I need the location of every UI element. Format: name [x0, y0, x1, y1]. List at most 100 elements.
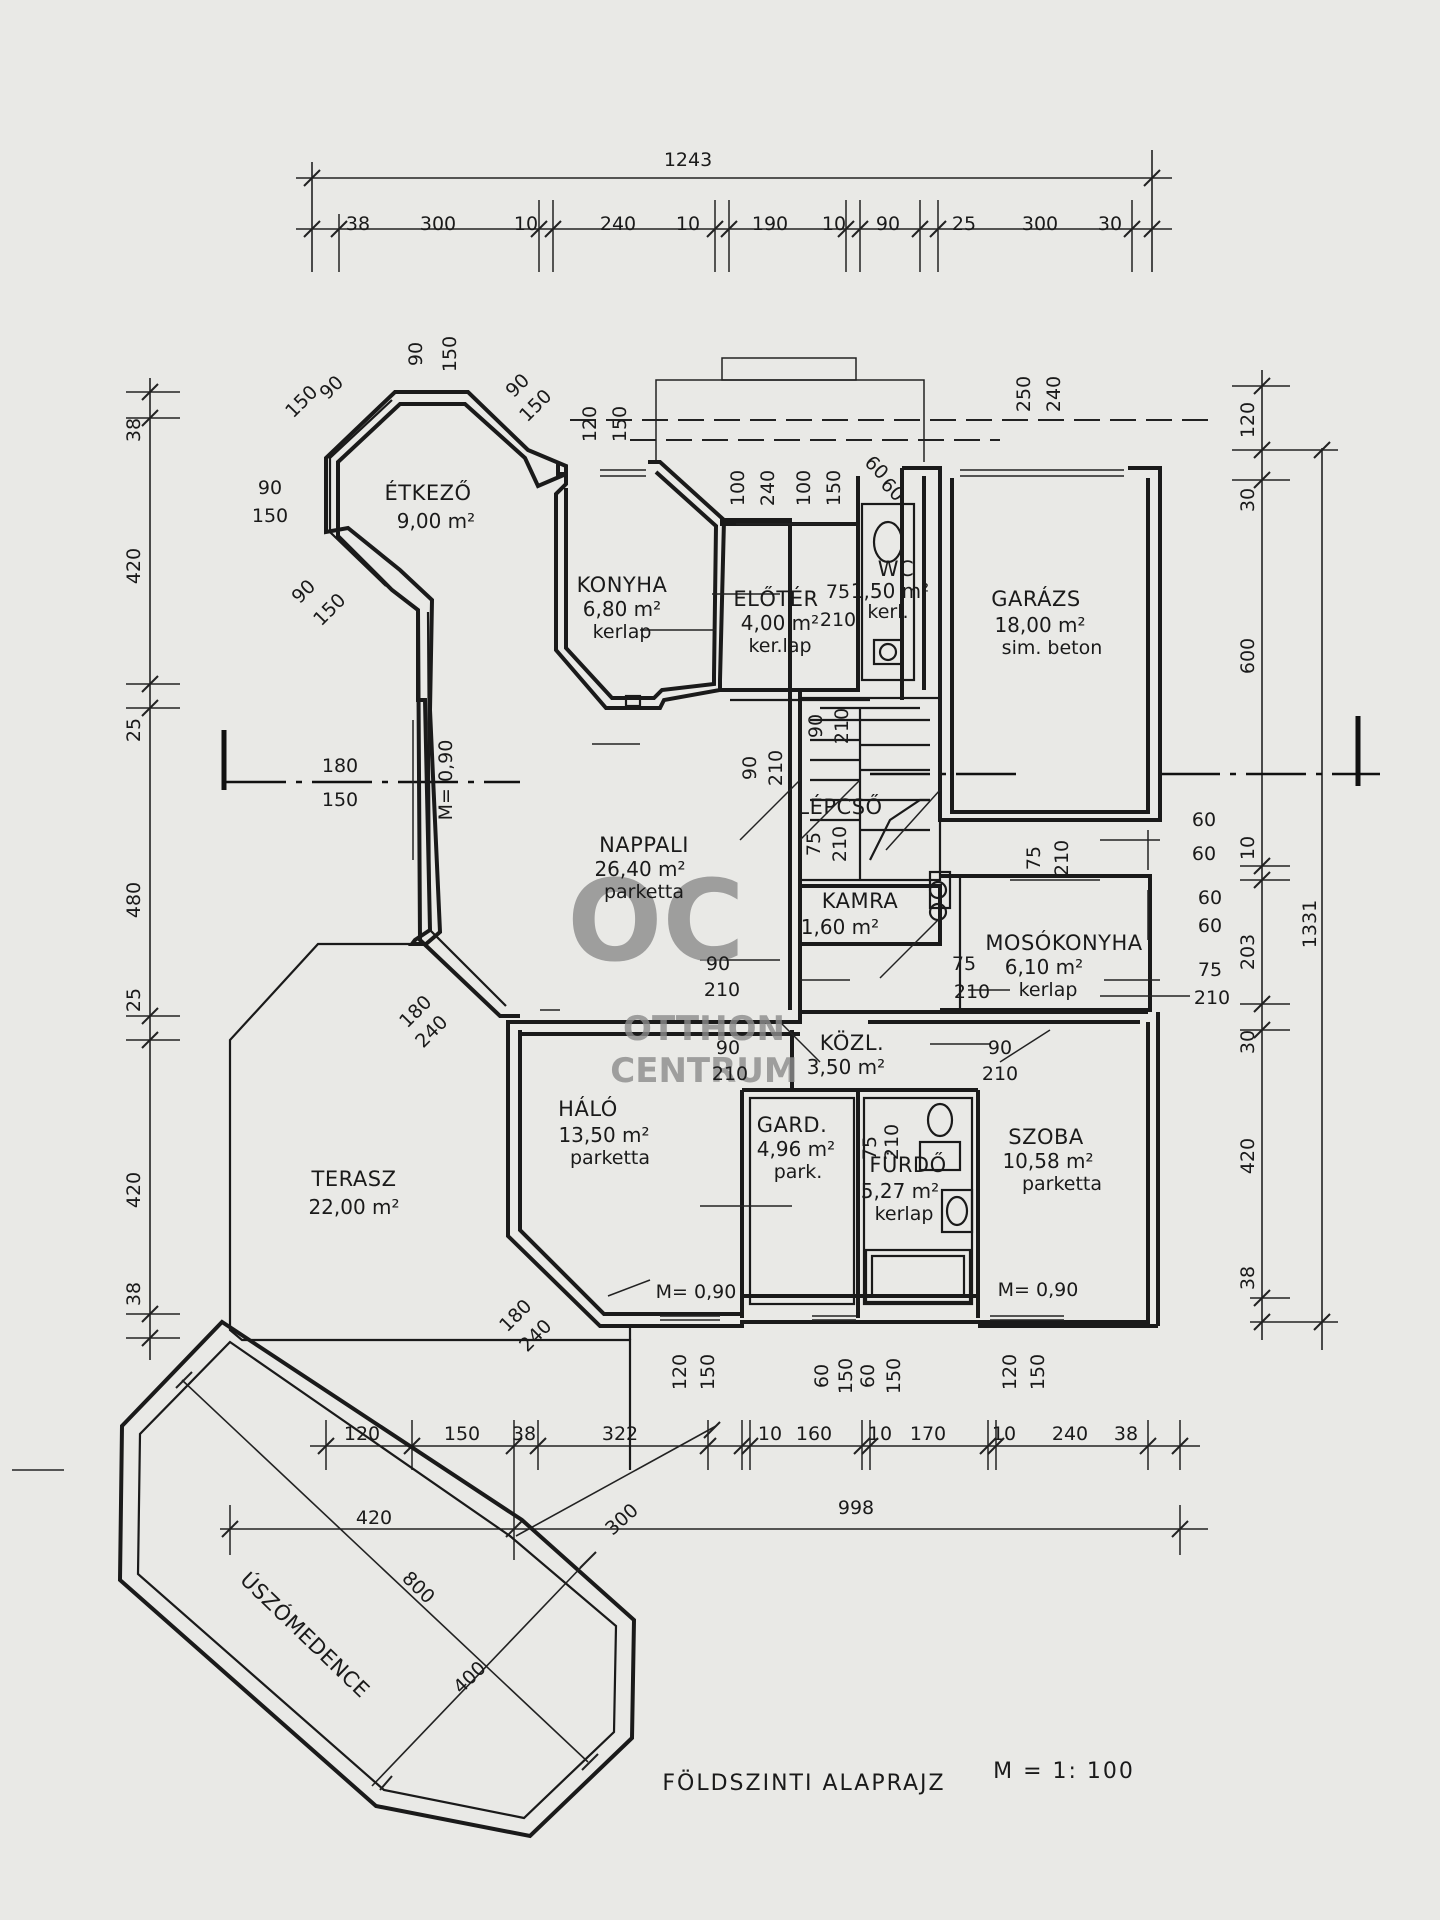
- windows: [412, 469, 1149, 1321]
- room-area-terasz: 22,00 m²: [308, 1195, 399, 1219]
- dim-lep-a: 90: [805, 714, 827, 738]
- dim-furdodoor-b: 210: [881, 1124, 903, 1160]
- room-name-konyha: KONYHA: [577, 573, 668, 597]
- dim-left-4: 480: [123, 882, 145, 918]
- walls: [324, 390, 1162, 1328]
- dim-top-1: 38: [346, 213, 370, 235]
- dim-etk-top-a: 90: [405, 342, 427, 366]
- room-area-furdo: 5,27 m²: [861, 1179, 939, 1203]
- dim-bottom-2: 150: [444, 1423, 480, 1445]
- dim-elo-a: 100: [727, 470, 749, 506]
- dim-top-8: 90: [876, 213, 900, 235]
- dim-winb4-a: 120: [999, 1354, 1021, 1390]
- room-name-gard: GARD.: [757, 1113, 828, 1137]
- staircase: [810, 708, 930, 880]
- door-swings: [540, 593, 1190, 1297]
- dim-szoba-m: M= 0,90: [998, 1279, 1079, 1301]
- dim-winb3-a: 60: [857, 1364, 879, 1388]
- dim-left-7: 38: [123, 1282, 145, 1306]
- room-name-furdo: FÜRDŐ: [869, 1152, 946, 1177]
- dim-top-3: 10: [514, 213, 538, 235]
- room-name-eloter: ELŐTÉR: [733, 586, 818, 611]
- dim-bottom-total: 998: [838, 1497, 874, 1519]
- room-area-kozl: 3,50 m²: [807, 1055, 885, 1079]
- dim-winb2-a: 60: [811, 1364, 833, 1388]
- room-area-wc: 1,50 m²: [851, 579, 929, 603]
- dim-mosdoor-a: 75: [952, 953, 976, 975]
- room-floor-garazs: sim. beton: [1002, 637, 1103, 659]
- room-area-szoba: 10,58 m²: [1002, 1149, 1093, 1173]
- dim-winb3-b: 150: [883, 1358, 905, 1394]
- dim-bottom-7: 10: [868, 1423, 892, 1445]
- room-name-lepcso: LÉPCSŐ: [797, 794, 882, 819]
- dim-right-total: 1331: [1299, 900, 1321, 948]
- right-dimension-lines: [1232, 370, 1338, 1350]
- dim-etk-w-b: 150: [252, 505, 288, 527]
- room-area-garazs: 18,00 m²: [994, 613, 1085, 637]
- dim-pool-4: 400: [449, 1657, 490, 1698]
- dim-mosin-b: 210: [1051, 840, 1073, 876]
- dim-etk-nw-b: 90: [315, 371, 348, 404]
- dim-lep-b: 210: [831, 708, 853, 744]
- dim-winb1-b: 150: [697, 1354, 719, 1390]
- dim-top-9: 25: [952, 213, 976, 235]
- room-floor-mosokonyha: kerlap: [1019, 979, 1078, 1001]
- dim-mosw2-a: 60: [1198, 887, 1222, 909]
- dim-halo-m: M= 0,90: [656, 1281, 737, 1303]
- room-area-halo: 13,50 m²: [558, 1123, 649, 1147]
- dim-kozlr-b: 210: [982, 1063, 1018, 1085]
- room-name-szoba: SZOBA: [1008, 1125, 1084, 1149]
- dim-top-4: 240: [600, 213, 636, 235]
- watermark-line2: CENTRUM: [610, 1051, 797, 1091]
- dim-napw-a: 180: [322, 755, 358, 777]
- room-name-nappali: NAPPALI: [599, 833, 689, 857]
- dim-mosdoor-b: 210: [954, 981, 990, 1003]
- plan-title: FÖLDSZINTI ALAPRAJZ: [662, 1770, 945, 1796]
- dim-bottom-1: 120: [344, 1423, 380, 1445]
- dim-top-7: 10: [822, 213, 846, 235]
- dim-kozll-a: 90: [716, 1037, 740, 1059]
- section-axis-line: [221, 716, 1380, 790]
- dim-right-5: 203: [1237, 934, 1259, 970]
- room-area-eloter: 4,00 m²: [741, 611, 819, 635]
- dim-winb1-a: 120: [669, 1354, 691, 1390]
- room-floor-gard: park.: [774, 1161, 823, 1183]
- dim-right-4: 10: [1237, 836, 1259, 860]
- dim-nap-m: M= 0,90: [435, 740, 457, 821]
- room-area-kamra: 1,60 m²: [801, 915, 879, 939]
- room-floor-wc: kerl.: [867, 601, 908, 623]
- room-name-terasz: TERASZ: [311, 1167, 397, 1191]
- dim-elodoor-b: 210: [820, 609, 856, 631]
- room-name-kamra: KAMRA: [822, 889, 899, 913]
- dim-etk-w-a: 90: [258, 477, 282, 499]
- dim-bottom-3: 38: [512, 1423, 536, 1445]
- dim-lepdoor-a: 75: [803, 832, 825, 856]
- dim-left-3: 25: [123, 718, 145, 742]
- room-floor-halo: parketta: [570, 1147, 650, 1169]
- room-name-mosokonyha: MOSÓKONYHA: [985, 930, 1142, 955]
- dim-left-1: 38: [123, 418, 145, 442]
- dim-mosw1-a: 60: [1192, 809, 1216, 831]
- room-name-garazs: GARÁZS: [991, 586, 1080, 611]
- otthon-centrum-watermark: OC OTTHON CENTRUM: [567, 857, 797, 1091]
- room-floor-eloter: ker.lap: [748, 635, 811, 657]
- dim-pool-1: 420: [356, 1507, 392, 1529]
- room-area-konyha: 6,80 m²: [583, 597, 661, 621]
- dim-wc-a: 100: [793, 470, 815, 506]
- room-floor-nappali: parketta: [604, 881, 684, 903]
- dim-top-6: 190: [752, 213, 788, 235]
- room-area-etkezo: 9,00 m²: [397, 509, 475, 533]
- dim-mosw1-b: 60: [1192, 843, 1216, 865]
- sanitary-fixtures: [624, 520, 974, 1304]
- dim-kozll-b: 210: [712, 1063, 748, 1085]
- dim-lepdoor-b: 210: [829, 826, 851, 862]
- top-dimension-lines: [296, 150, 1172, 272]
- dim-etk-sw-a: 90: [287, 575, 320, 608]
- plan-scale: M = 1: 100: [993, 1759, 1135, 1784]
- dim-left-2: 420: [123, 548, 145, 584]
- dim-bottom-4: 322: [602, 1423, 638, 1445]
- dim-pool-2: 300: [601, 1499, 643, 1540]
- dim-furdodoor-a: 75: [859, 1136, 881, 1160]
- dim-pool-3: 800: [397, 1567, 438, 1608]
